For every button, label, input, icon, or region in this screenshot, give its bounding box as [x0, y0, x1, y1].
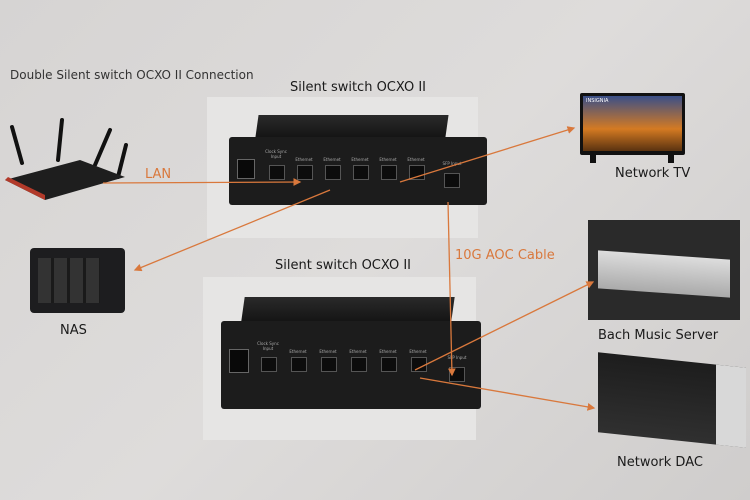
router-icon [0, 115, 130, 200]
aoc-cable-label: 10G AOC Cable [455, 248, 555, 263]
port-label: SFP Input [447, 355, 467, 360]
port-label: Ethernet [295, 157, 313, 162]
port-label: Ethernet [349, 349, 367, 354]
diagram-title: Double Silent switch OCXO II Connection [10, 68, 254, 82]
tv-icon: INSIGNIA [580, 93, 685, 155]
port-label: Ethernet [289, 349, 307, 354]
aoc-arrow [447, 201, 456, 377]
ethernet-port [381, 357, 397, 372]
top-switch-title: Silent switch OCXO II [290, 80, 426, 95]
port-label: Ethernet [351, 157, 369, 162]
port-label: Clock Sync Input [265, 149, 287, 159]
ethernet-port [353, 165, 369, 180]
tv-label: Network TV [615, 166, 691, 181]
music-server-label: Bach Music Server [598, 328, 719, 343]
nas-label: NAS [60, 323, 87, 338]
sfp-port [444, 173, 460, 188]
port-label: SFP Input [442, 161, 462, 166]
ethernet-port [409, 165, 425, 180]
lan-label: LAN [145, 167, 172, 182]
top-switch-panel: Clock Sync Input Ethernet Ethernet Ether… [207, 97, 487, 238]
nas-icon [30, 248, 125, 313]
port-label: Clock Sync Input [257, 341, 279, 351]
ethernet-port [297, 165, 313, 180]
ethernet-port [325, 165, 341, 180]
nas-arrow [133, 189, 331, 272]
bottom-switch-device: Clock Sync Input Ethernet Ethernet Ether… [221, 321, 481, 409]
port-label: Ethernet [379, 157, 397, 162]
dac-arrow [419, 377, 596, 411]
network-dac-label: Network DAC [617, 455, 703, 470]
lan-arrow [102, 178, 302, 186]
port-label: Ethernet [323, 157, 341, 162]
music-server-icon [588, 220, 740, 320]
port-label: Ethernet [319, 349, 337, 354]
tv-brand: INSIGNIA [586, 98, 609, 104]
ethernet-port [321, 357, 337, 372]
ethernet-port [381, 165, 397, 180]
bottom-switch-panel: Clock Sync Input Ethernet Ethernet Ether… [203, 277, 481, 440]
port-label: Ethernet [409, 349, 427, 354]
top-switch-device: Clock Sync Input Ethernet Ethernet Ether… [229, 137, 487, 205]
server-arrow [414, 281, 595, 371]
tv-arrow [399, 126, 576, 183]
port-label: Ethernet [407, 157, 425, 162]
ethernet-port [351, 357, 367, 372]
bottom-switch-title: Silent switch OCXO II [275, 258, 411, 273]
port-label: Ethernet [379, 349, 397, 354]
ethernet-port [291, 357, 307, 372]
